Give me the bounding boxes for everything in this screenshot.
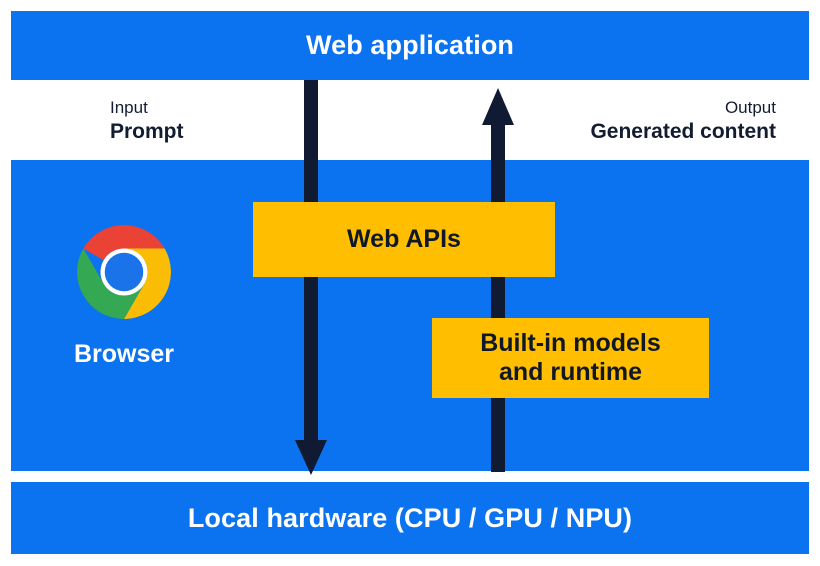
input-value: Prompt <box>110 119 184 143</box>
box-builtin-models-label: Built-in models and runtime <box>480 329 661 388</box>
box-builtin-models-line2: and runtime <box>498 358 643 386</box>
output-value: Generated content <box>590 119 776 143</box>
box-web-apis: Web APIs <box>253 202 555 277</box>
box-builtin-models: Built-in models and runtime <box>432 318 709 398</box>
output-kicker: Output <box>724 98 776 117</box>
chrome-logo-icon <box>77 225 171 319</box>
box-builtin-models-line1: Built-in models <box>480 328 661 357</box>
input-caption: Input Prompt <box>110 98 184 144</box>
box-web-apis-label: Web APIs <box>347 224 461 253</box>
band-web-application-label: Web application <box>305 30 515 60</box>
output-caption: Output Generated content <box>590 98 776 144</box>
band-web-application: Web application <box>11 11 809 80</box>
band-local-hardware-label: Local hardware (CPU / GPU / NPU) <box>187 502 633 533</box>
band-browser-label: Browser <box>73 340 175 368</box>
input-kicker: Input <box>110 98 148 117</box>
band-local-hardware: Local hardware (CPU / GPU / NPU) <box>11 482 809 554</box>
